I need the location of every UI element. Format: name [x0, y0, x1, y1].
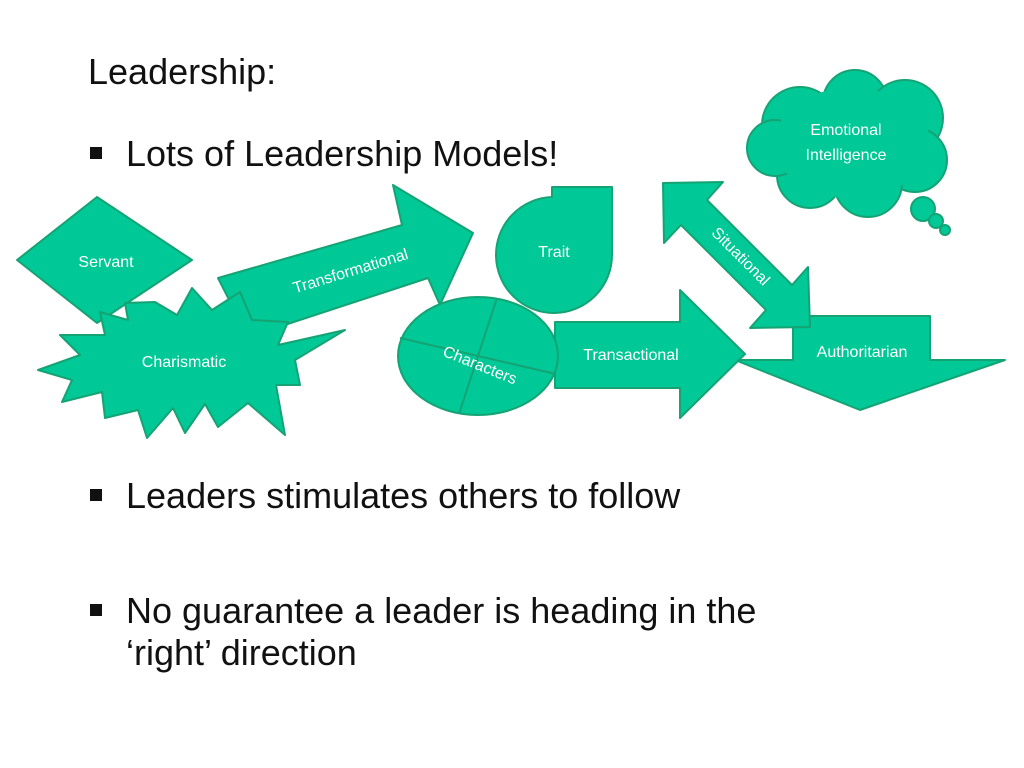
trait-label: Trait — [538, 244, 570, 261]
emotional-intelligence-label: Emotional — [810, 122, 881, 139]
bullet-square-icon — [90, 147, 102, 159]
trait-shape — [495, 186, 613, 314]
servant-shape — [16, 196, 193, 324]
situational-shape — [662, 181, 811, 329]
authoritarian-shape — [734, 315, 1006, 411]
servant-label: Servant — [78, 254, 134, 271]
emotional-intelligence-label: Intelligence — [806, 147, 887, 164]
transactional-shape — [554, 289, 746, 419]
emotional-intelligence-cloud-shape — [746, 69, 951, 236]
authoritarian-label: Authoritarian — [817, 344, 908, 361]
bullet-square-icon — [90, 604, 102, 616]
transactional-label: Transactional — [583, 347, 678, 364]
charismatic-shape — [37, 287, 346, 439]
bullet-text: Lots of Leadership Models! — [126, 133, 559, 174]
charismatic-label: Charismatic — [142, 354, 226, 371]
slide-title: Leadership: — [88, 51, 277, 92]
bullet-text-continued: ‘right’ direction — [126, 632, 357, 673]
bullet-text: No guarantee a leader is heading in the — [126, 590, 757, 631]
bullet-text: Leaders stimulates others to follow — [126, 475, 681, 516]
bullet-square-icon — [90, 489, 102, 501]
characters-divider-line — [458, 297, 498, 415]
